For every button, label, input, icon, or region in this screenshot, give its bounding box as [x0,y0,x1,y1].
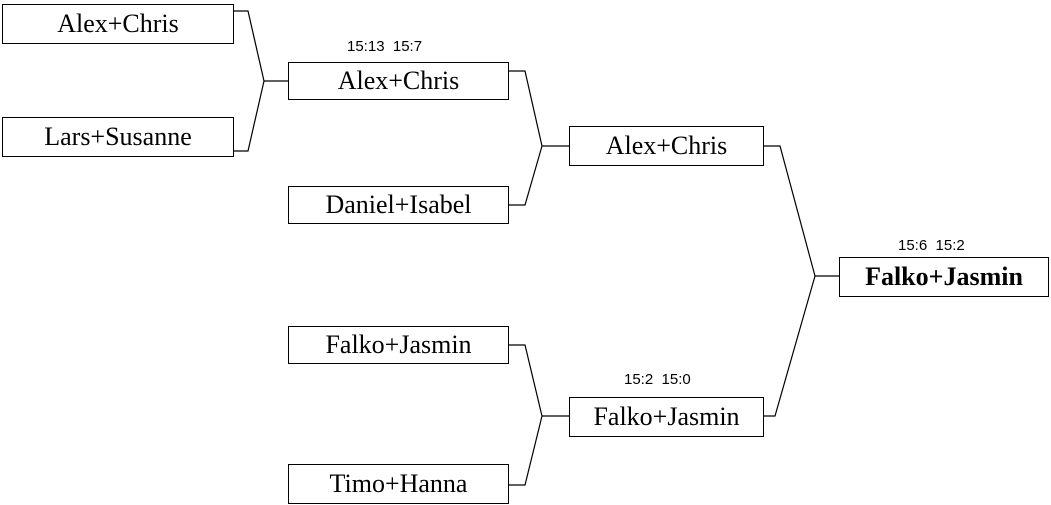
connector-r2b-top [509,344,543,417]
round3-team-2: Falko+Jasmin [569,397,764,437]
connector-r3-top [764,145,816,277]
round2-team-2: Daniel+Isabel [288,186,509,224]
connector-r1-bottom [234,80,265,152]
round2-team-4: Timo+Hanna [288,464,509,504]
connector-r2a-top [509,70,543,147]
connector-r2b-bottom [509,415,543,486]
round3-team-1: Alex+Chris [569,126,764,166]
round2-match-1-score: 15:13 15:7 [347,38,423,55]
round2-team-3: Falko+Jasmin [288,326,509,364]
round2-team-1: Alex+Chris [288,62,509,100]
connector-r3-bottom [764,275,816,417]
round1-team-2: Lars+Susanne [2,117,234,157]
final-score: 15:6 15:2 [898,237,965,254]
connector-r2a-bottom [509,145,543,206]
round1-team-1: Alex+Chris [2,4,234,44]
round3-match-2-score: 15:2 15:0 [624,371,691,388]
connector-r1-top [234,10,265,82]
final-winner: Falko+Jasmin [839,257,1049,297]
